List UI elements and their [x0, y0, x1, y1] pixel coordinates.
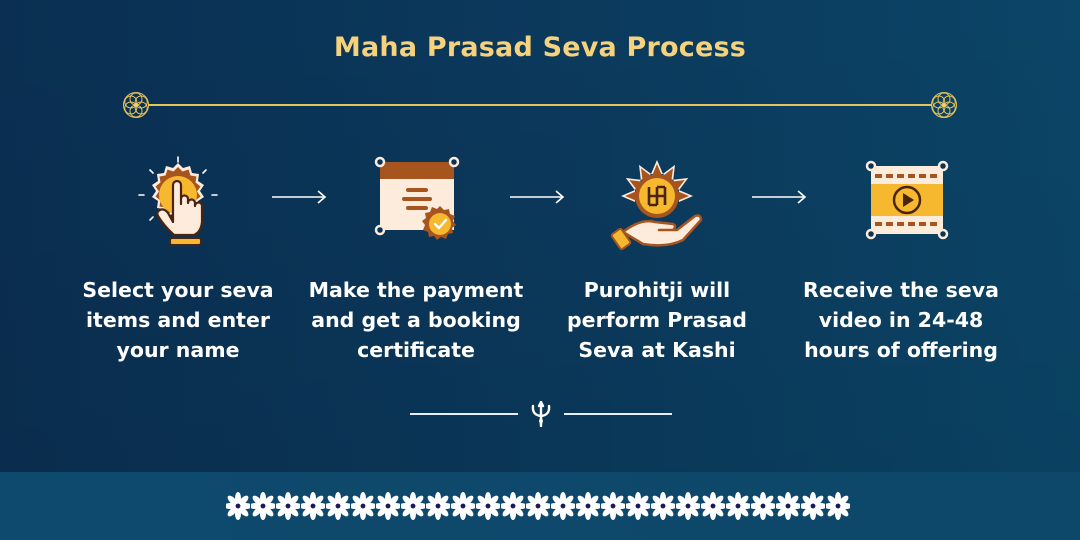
divider-line [148, 104, 932, 106]
flower-icon [599, 492, 627, 520]
divider-line [564, 413, 672, 415]
flower-icon [524, 492, 552, 520]
flower-icon [699, 492, 727, 520]
video-film-icon [865, 160, 949, 240]
flower-icon [499, 492, 527, 520]
flower-icon [424, 492, 452, 520]
trishul-divider [410, 398, 672, 428]
arrow-right-icon [752, 190, 807, 204]
flower-icon [474, 492, 502, 520]
tap-finger-icon [138, 156, 218, 246]
flower-icon [399, 492, 427, 520]
flower-icon [449, 492, 477, 520]
flower-icon [324, 492, 352, 520]
flower-icon [249, 492, 277, 520]
divider-line [410, 413, 518, 415]
step-label: Receive the seva video in 24-48 hours of… [803, 278, 999, 362]
flower-icon [549, 492, 577, 520]
step-label: Purohitji will perform Prasad Seva at Ka… [567, 278, 747, 362]
arrow-right-icon [272, 190, 327, 204]
flower-icon [374, 492, 402, 520]
step-label: Select your seva items and enter your na… [82, 278, 274, 362]
flower-icon [724, 492, 752, 520]
flower-icon [674, 492, 702, 520]
mandala-icon [123, 92, 149, 118]
flower-icon [774, 492, 802, 520]
flower-icon [299, 492, 327, 520]
flower-icon [649, 492, 677, 520]
flower-border [224, 492, 852, 520]
flower-icon [274, 492, 302, 520]
flower-icon [824, 492, 852, 520]
flower-icon [224, 492, 252, 520]
step-label: Make the payment and get a booking certi… [308, 278, 524, 362]
arrow-right-icon [510, 190, 565, 204]
page-title: Maha Prasad Seva Process [333, 32, 747, 63]
flower-icon [749, 492, 777, 520]
flower-icon [799, 492, 827, 520]
trishul-icon [531, 401, 551, 427]
top-divider [122, 91, 958, 119]
flower-icon [349, 492, 377, 520]
flower-icon [574, 492, 602, 520]
flower-icon [624, 492, 652, 520]
mandala-icon [931, 92, 957, 118]
certificate-icon [374, 156, 460, 240]
swastik-offering-icon [610, 160, 703, 251]
